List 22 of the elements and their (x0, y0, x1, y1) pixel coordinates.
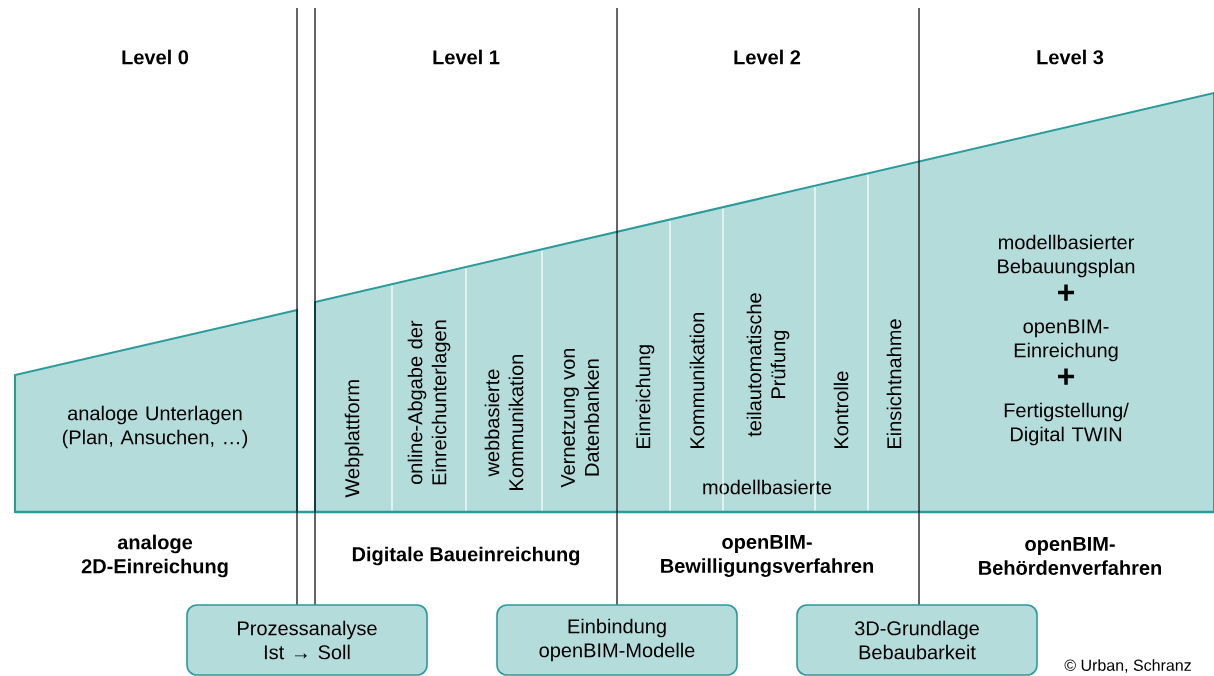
level-heading: Level 0 (122, 49, 189, 65)
column-label: Kontrolle (833, 371, 849, 448)
level-heading: Level 3 (1037, 49, 1104, 65)
phase-label: analoge 2D-Einreichung (81, 534, 228, 578)
level-heading: Level 2 (734, 49, 801, 65)
phase-label: Digitale Baueinreichung (352, 546, 580, 566)
copyright-note: © Urban, Schranz (1064, 659, 1191, 673)
column-label: online-Abgabe der Einreichunterlagen (407, 320, 451, 485)
column-label: webbasierte Kommunikation (484, 355, 524, 490)
rounded-box: Einbindung openBIM-Modelle (496, 604, 738, 676)
column-label: Einreichung (635, 345, 655, 448)
column-label: Einsichtnahme (886, 319, 902, 448)
rounded-box: Prozessanalyse Ist → Soll (186, 604, 428, 676)
rounded-box: 3D-Grundlage Bebaubarkeit (796, 604, 1038, 676)
column-label: Webplattform (344, 380, 364, 498)
phase-label: openBIM- Bewilligungsverfahren (661, 535, 873, 577)
phase-label: openBIM- Behördenverfahren (979, 537, 1161, 575)
column-label: teilautomatische Prüfung (746, 293, 790, 437)
band-text: analoge Unterlagen (Plan, Ansuchen, …) (62, 405, 248, 449)
level-heading: Level 1 (433, 49, 500, 65)
column-label: Kommunikation (689, 313, 705, 448)
level-text: modellbasierter Bebauungsplan + openBIM- Einreichung + Fertigstellung/ Digital TWIN (998, 234, 1135, 446)
